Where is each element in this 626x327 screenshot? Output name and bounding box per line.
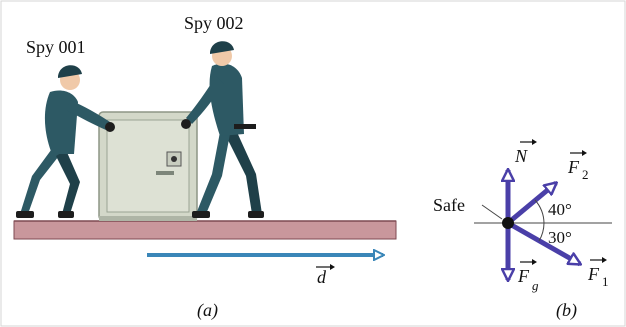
- safe-point: [502, 217, 514, 229]
- panel-a: Spy 001 Spy 002 d (a): [13, 13, 397, 321]
- force-2-vector: [506, 183, 556, 225]
- angle-arc-30: [538, 222, 545, 242]
- force-2-label: F: [567, 157, 580, 177]
- angle-30-label: 30°: [548, 228, 572, 247]
- panel-b-caption: (b): [556, 300, 577, 321]
- spy-001-figure: [16, 65, 115, 218]
- safe-pointer-line: [481, 204, 503, 220]
- angle-40-label: 40°: [548, 200, 572, 219]
- force-1-label: F: [587, 264, 600, 284]
- panel-a-caption: (a): [197, 300, 218, 321]
- spy-001-label: Spy 001: [26, 37, 86, 57]
- safe-label: Safe: [433, 195, 465, 215]
- gravity-force-label: F: [517, 266, 530, 286]
- force-1-subscript: 1: [602, 274, 609, 289]
- panel-b: Safe N F 2 F 1 F g 40° 30° (b): [433, 139, 612, 321]
- displacement-label: d: [317, 267, 327, 287]
- spy-002-figure: [181, 41, 264, 218]
- angle-arc-40: [534, 199, 545, 224]
- safe-handle: [156, 171, 174, 175]
- floor: [13, 220, 397, 240]
- gravity-force-subscript: g: [532, 278, 539, 293]
- safe-illustration: [98, 111, 198, 221]
- force-1-vector: [506, 220, 580, 267]
- normal-force-label: N: [514, 146, 528, 166]
- force-2-subscript: 2: [582, 167, 589, 182]
- spy-002-label: Spy 002: [184, 13, 244, 33]
